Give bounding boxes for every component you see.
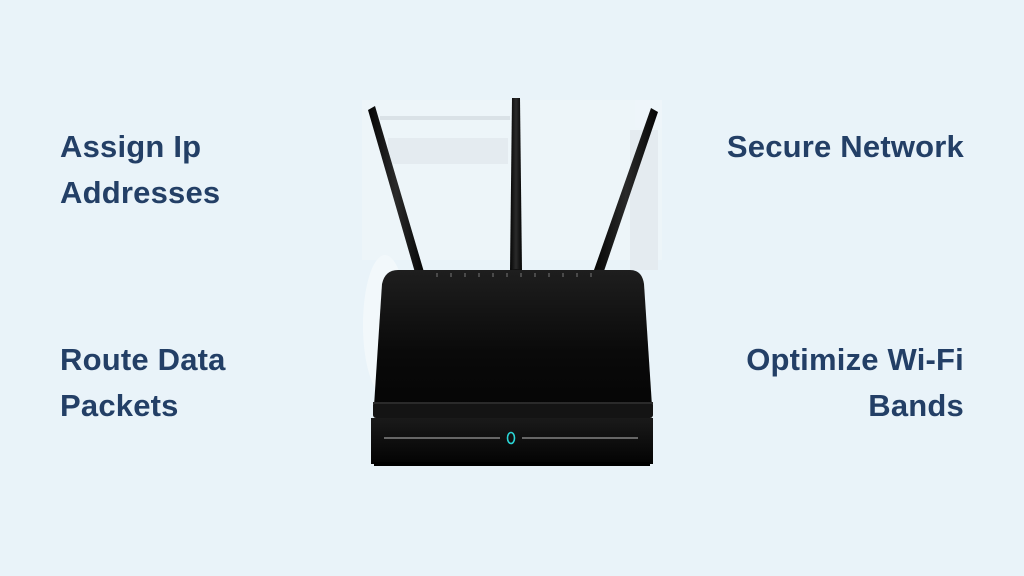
feature-label-line: Bands: [868, 388, 964, 423]
feature-label-line: Assign Ip: [60, 129, 202, 164]
feature-label-line: Route Data: [60, 342, 226, 377]
feature-optimize-wifi-bands: Optimize Wi-Fi Bands: [746, 337, 964, 429]
status-led: [506, 431, 516, 445]
feature-label-line: Addresses: [60, 175, 221, 210]
router-top-panel: [374, 270, 652, 406]
vent-dots: [436, 273, 592, 277]
feature-assign-ip-addresses: Assign Ip Addresses: [60, 124, 220, 216]
feature-label-line: Packets: [60, 388, 179, 423]
router-front-face: [371, 418, 653, 464]
feature-label-line: Optimize Wi-Fi: [746, 342, 964, 377]
feature-secure-network: Secure Network: [727, 124, 964, 170]
router-icon: [340, 90, 680, 480]
feature-label-line: Secure Network: [726, 129, 964, 164]
feature-route-data-packets: Route Data Packets: [60, 337, 226, 429]
